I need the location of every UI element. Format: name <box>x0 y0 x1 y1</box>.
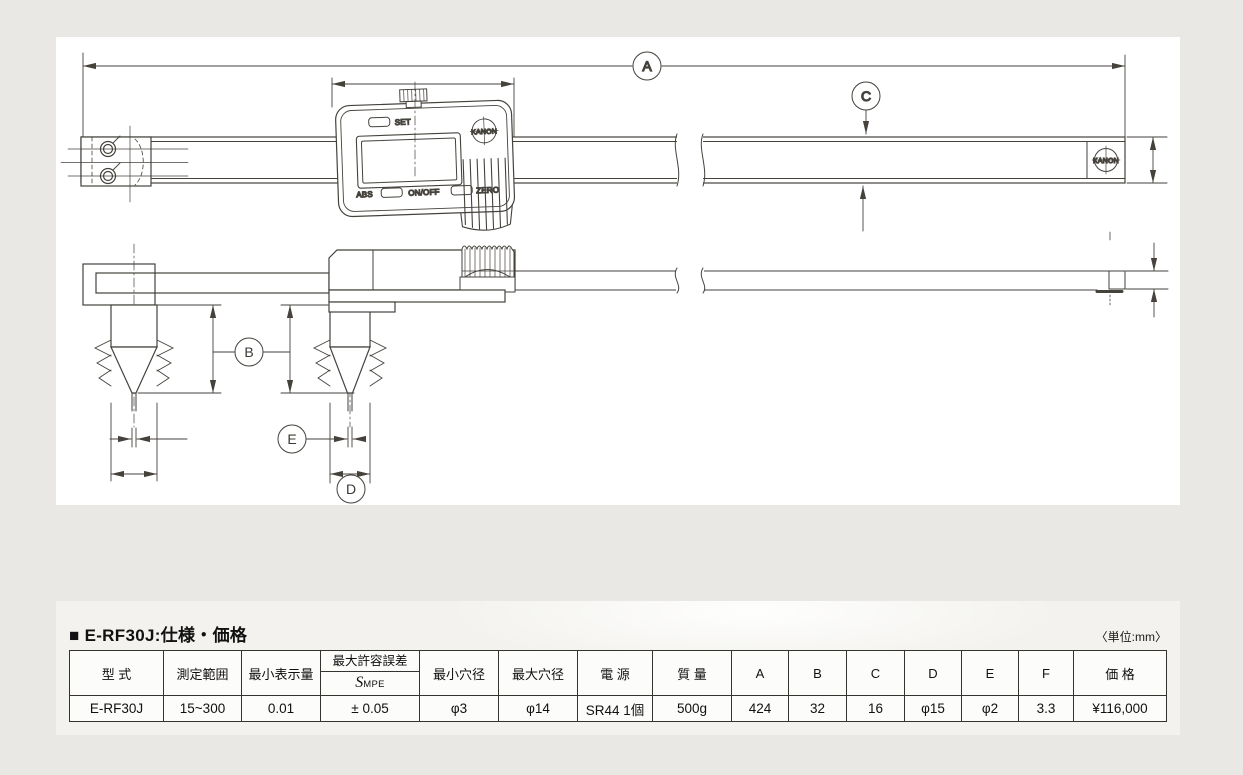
slider-head <box>328 245 516 313</box>
spec-table-data-row: E-RF30J 15~300 0.01 ± 0.05 φ3 φ14 SR44 1… <box>69 695 1167 722</box>
kanon-logo-display: KANON <box>469 116 499 146</box>
dimension-d: D <box>110 402 371 504</box>
beam-side <box>514 231 1126 307</box>
col-header-min-hole: 最小穴径 <box>419 650 499 696</box>
clamp-screw <box>399 88 428 109</box>
set-button-label: SET <box>395 117 411 127</box>
abs-button-label: ABS <box>356 190 373 200</box>
zero-button-label: ZERO <box>476 185 499 195</box>
dim-label-b-circle <box>234 337 264 367</box>
cell-e: φ2 <box>961 695 1019 722</box>
spec-table-panel: ■E-RF30J:仕様・価格 〈単位:mm〉 型 式 測定範囲 最小表示量 最大… <box>56 601 1180 735</box>
mpe-subscript: MPE <box>363 678 385 690</box>
cone-holder <box>328 301 396 313</box>
caliper-top-view: A <box>60 51 1168 232</box>
col-header-max-hole: 最大穴径 <box>498 650 578 696</box>
cell-mpe: ± 0.05 <box>320 695 420 722</box>
unit-note: 〈単位:mm〉 <box>1095 630 1167 644</box>
dim-label-e: E <box>287 431 296 447</box>
cell-model: E-RF30J <box>69 695 164 722</box>
cell-d: φ15 <box>904 695 962 722</box>
col-header-c: C <box>846 650 905 696</box>
kanon-logo-beam: KANON <box>1091 145 1121 175</box>
onoff-zero-button: ON/OFF ZERO <box>407 185 499 198</box>
caliper-side-view: B E <box>82 231 1169 504</box>
dim-label-b: B <box>244 344 253 360</box>
spec-table: 型 式 測定範囲 最小表示量 最大許容誤差 SMPE 最小穴径 最大穴径 電 源… <box>69 650 1167 722</box>
section-title-marker: ■ <box>69 626 80 645</box>
digital-display-head: SET ABS ON/OFF ZERO K <box>335 88 516 231</box>
main-beam: KANON <box>80 133 1126 187</box>
cell-a: 424 <box>731 695 789 722</box>
cell-c: 16 <box>846 695 905 722</box>
dimension-e: E <box>109 424 366 454</box>
mpe-header-top: 最大許容誤差 <box>321 652 419 672</box>
cell-f: 3.3 <box>1018 695 1074 722</box>
col-header-b: B <box>788 650 847 696</box>
dimension-b: B <box>137 304 355 394</box>
col-header-range: 測定範囲 <box>163 650 242 696</box>
cell-mass: 500g <box>652 695 732 722</box>
dim-label-a: A <box>642 58 652 74</box>
col-header-power: 電 源 <box>577 650 653 696</box>
dim-label-d: D <box>346 481 356 497</box>
dim-label-d-circle <box>336 474 366 504</box>
cell-price: ¥116,000 <box>1073 695 1167 722</box>
slider-base-plate <box>328 289 506 303</box>
col-header-d: D <box>904 650 962 696</box>
dimension-c: C <box>851 81 881 232</box>
onoff-button-label: ON/OFF <box>408 187 440 197</box>
cell-min-hole: φ3 <box>419 695 499 722</box>
col-header-price: 価 格 <box>1073 650 1167 696</box>
col-header-mass: 質 量 <box>652 650 732 696</box>
col-header-e: E <box>961 650 1019 696</box>
col-header-f: F <box>1018 650 1074 696</box>
knurl-marks <box>93 339 112 387</box>
fixed-measuring-cone <box>93 243 175 428</box>
col-header-mpe: 最大許容誤差 SMPE <box>320 650 420 696</box>
dim-label-a-circle <box>632 51 662 81</box>
technical-drawing-panel: A <box>56 37 1180 505</box>
dim-label-c: C <box>861 88 871 104</box>
mpe-header-bottom: SMPE <box>322 672 419 695</box>
col-header-resolution: 最小表示量 <box>241 650 321 696</box>
section-title-text: E-RF30J:仕様・価格 <box>84 626 248 645</box>
beam-break-line <box>674 133 680 187</box>
lcd-display <box>355 132 463 189</box>
slider-measuring-cone <box>312 251 388 428</box>
beam-height-dimension <box>1126 136 1168 184</box>
svg-text:KANON: KANON <box>471 128 497 136</box>
abs-button: ABS <box>356 187 403 200</box>
cell-max-hole: φ14 <box>498 695 578 722</box>
spec-table-header-row: 型 式 測定範囲 最小表示量 最大許容誤差 SMPE 最小穴径 最大穴径 電 源… <box>69 650 1167 696</box>
caliper-dimension-drawing: A <box>60 51 1169 504</box>
col-header-a: A <box>731 650 789 696</box>
svg-text:KANON: KANON <box>1093 158 1119 165</box>
thumb-roller <box>459 245 516 293</box>
set-button: SET <box>368 116 412 128</box>
dimension-a: A <box>82 51 1126 141</box>
spec-header-row: ■E-RF30J:仕様・価格 〈単位:mm〉 <box>69 616 1167 646</box>
cell-range: 15~300 <box>163 695 242 722</box>
col-header-model: 型 式 <box>69 650 164 696</box>
cell-power: SR44 1個 <box>577 695 653 722</box>
fixed-arm-block <box>82 263 156 306</box>
beam-thickness-dimension <box>1125 242 1169 318</box>
cell-b: 32 <box>788 695 847 722</box>
mpe-symbol: S <box>355 673 364 691</box>
head-span-dimension <box>331 77 515 140</box>
cell-resolution: 0.01 <box>241 695 321 722</box>
section-title: ■E-RF30J:仕様・価格 <box>69 621 247 646</box>
left-clamp-block <box>60 125 189 203</box>
knurl-marks <box>312 339 331 387</box>
